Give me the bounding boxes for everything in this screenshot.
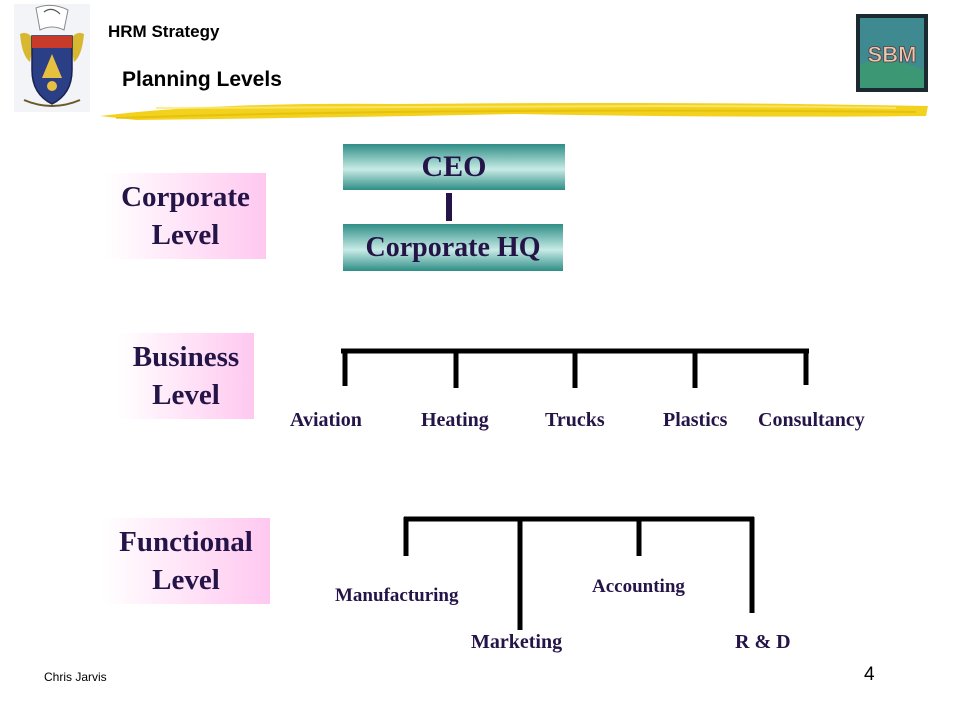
function-marketing: Marketing [471, 631, 563, 653]
function-accounting: Accounting [592, 576, 685, 597]
corporate-level-line1: Corporate [121, 181, 250, 213]
slide-title: Planning Levels [122, 68, 282, 91]
business-unit-trucks: Trucks [545, 409, 605, 431]
presentation-title: HRM Strategy [108, 22, 220, 41]
functional-level-line2: Level [152, 564, 220, 596]
functional-level-line1: Functional [119, 526, 253, 558]
business-unit-plastics: Plastics [663, 409, 728, 431]
business-unit-heating: Heating [421, 409, 489, 431]
footer-author: Chris Jarvis [44, 670, 107, 684]
page-number: 4 [864, 664, 875, 685]
functional-level-box: Functional Level [102, 518, 270, 604]
corporate-level-line2: Level [151, 219, 220, 251]
functional-tree [403, 516, 755, 630]
corporate-hq-box: Corporate HQ [343, 224, 563, 271]
business-level-line2: Level [152, 379, 220, 411]
business-unit-aviation: Aviation [290, 409, 362, 431]
corporate-level-box: Corporate Level [105, 173, 266, 259]
ceo-connector-line [446, 193, 452, 221]
business-level-box: Business Level [118, 333, 254, 419]
ceo-box: CEO [343, 144, 565, 190]
highlighter-stroke [100, 103, 928, 120]
sbm-logo: SBM [856, 14, 928, 92]
sbm-logo-text: SBM [868, 42, 917, 67]
function-rnd: R & D [735, 631, 791, 653]
crest-logo [14, 4, 90, 112]
business-tree [341, 348, 809, 388]
business-unit-consultancy: Consultancy [758, 409, 865, 431]
function-manufacturing: Manufacturing [335, 585, 459, 606]
business-level-line1: Business [132, 341, 240, 373]
